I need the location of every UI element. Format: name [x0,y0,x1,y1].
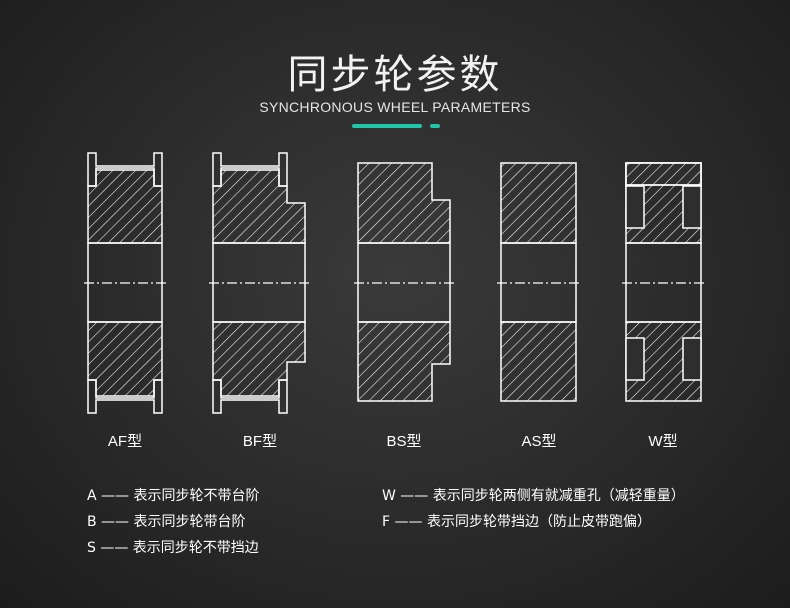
w-lightening-hole-bottom-right [682,337,702,381]
as-wheel-drawing [497,162,580,402]
af-hub-bottom [87,321,163,397]
af-type-label: AF型 [107,433,143,450]
legend-a: A —— 表示同步轮不带台阶 [87,488,260,504]
w-lightening-hole-top-right [682,185,702,229]
af-flange-top [87,152,163,187]
legend-s: S —— 表示同步轮不带挡边 [87,540,259,556]
bs-type-label: BS型 [386,433,422,450]
af-hub-top [87,169,163,244]
w-type-label: W型 [648,433,678,450]
bs-wheel-drawing [354,162,454,402]
legend-f: F —— 表示同步轮带挡边（防止皮带跑偏） [382,514,651,530]
w-wheel-drawing [622,162,705,402]
legend-b: B —— 表示同步轮带台阶 [87,514,246,530]
bf-wheel-drawing [209,152,309,414]
legend-w: W —— 表示同步轮两侧有就减重孔（减轻重量） [382,488,685,504]
accent-dot [430,124,440,128]
af-flange-bottom [87,379,163,414]
accent-bar [352,124,422,128]
page-subtitle: SYNCHRONOUS WHEEL PARAMETERS [259,99,531,115]
af-wheel-drawing [84,152,166,414]
w-lightening-hole-top-left [625,185,645,229]
as-type-label: AS型 [521,433,557,450]
w-lightening-hole-bottom-left [625,337,645,381]
page-title: 同步轮参数 [287,52,503,98]
bf-type-label: BF型 [242,433,278,450]
